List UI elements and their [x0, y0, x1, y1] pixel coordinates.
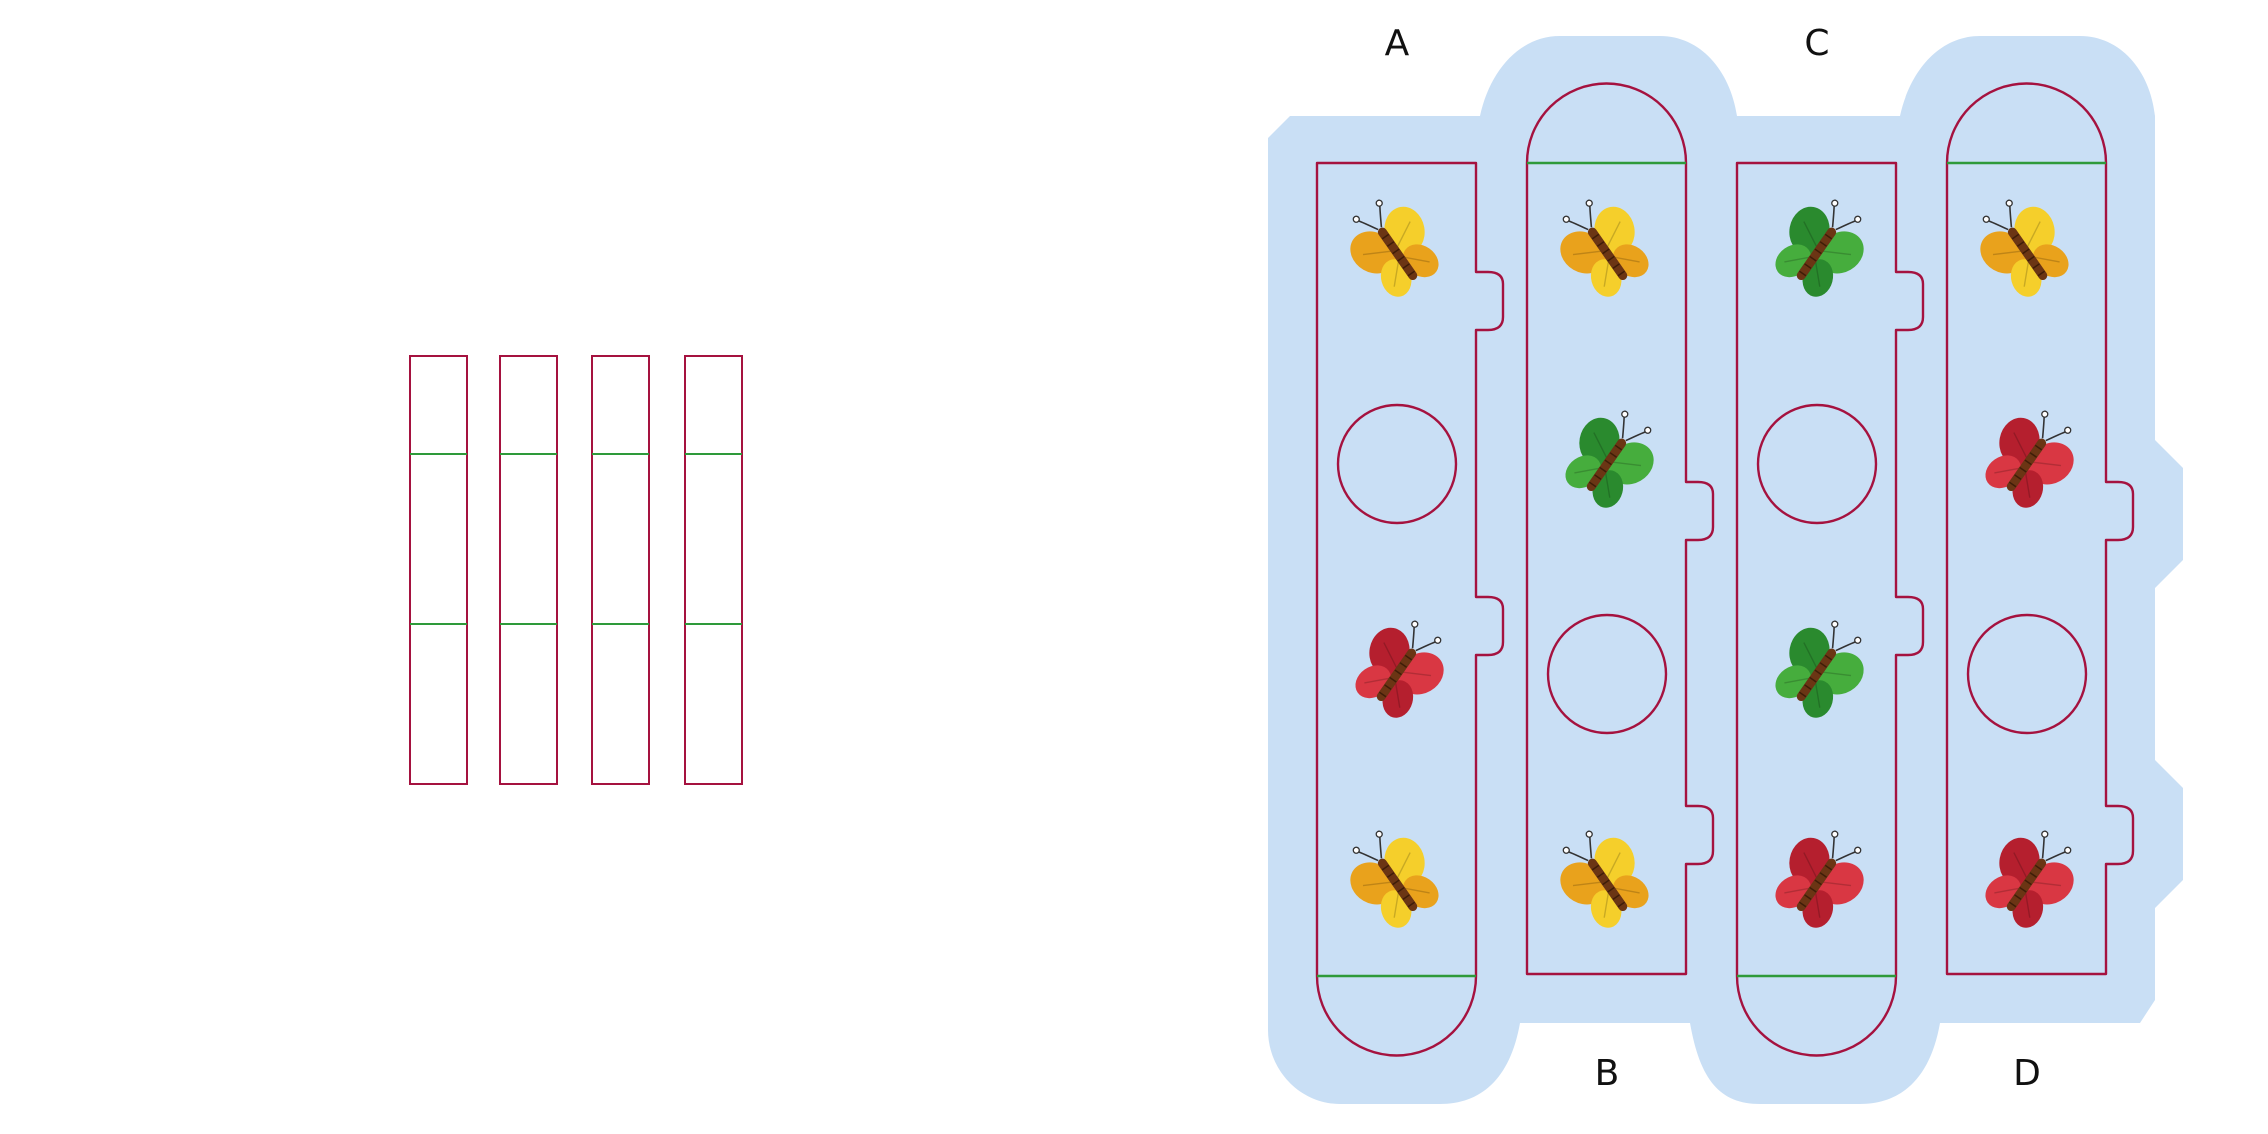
- red-butterfly-icon[interactable]: [1754, 813, 1887, 947]
- hole: [1966, 613, 2088, 735]
- yellow-butterfly-icon[interactable]: [1327, 813, 1460, 947]
- column-label-b: B: [1595, 1053, 1620, 1094]
- yellow-butterfly-icon[interactable]: [1537, 813, 1670, 947]
- board-background: [1268, 36, 2183, 1104]
- column-a[interactable]: [1315, 161, 1505, 1057]
- puzzle-columns: [1315, 82, 2135, 1057]
- cell-contents: [1327, 182, 2097, 947]
- column-label-c: C: [1804, 23, 1829, 64]
- column-c-outline: [1735, 161, 1925, 1057]
- column-c[interactable]: [1735, 161, 1925, 1057]
- red-butterfly-icon[interactable]: [1964, 393, 2097, 527]
- yellow-butterfly-icon[interactable]: [1537, 182, 1670, 316]
- yellow-butterfly-icon[interactable]: [1957, 182, 2090, 316]
- green-butterfly-icon[interactable]: [1544, 393, 1677, 527]
- column-a-outline: [1315, 161, 1505, 1057]
- column-d[interactable]: [1945, 82, 2135, 976]
- preview-strip[interactable]: [409, 355, 468, 785]
- column-label-a: A: [1385, 23, 1410, 64]
- red-butterfly-icon[interactable]: [1334, 603, 1467, 737]
- column-d-outline: [1945, 82, 2135, 976]
- yellow-butterfly-icon[interactable]: [1327, 182, 1460, 316]
- red-butterfly-icon[interactable]: [1964, 813, 2097, 947]
- preview-strip[interactable]: [499, 355, 558, 785]
- hole: [1756, 403, 1878, 525]
- column-b[interactable]: [1525, 82, 1715, 976]
- column-label-d: D: [2013, 1053, 2041, 1094]
- preview-strip[interactable]: [684, 355, 743, 785]
- green-butterfly-icon[interactable]: [1754, 182, 1887, 316]
- hole: [1546, 613, 1668, 735]
- hole: [1336, 403, 1458, 525]
- column-b-outline: [1525, 82, 1715, 976]
- strip-preview: [409, 355, 743, 785]
- preview-strip[interactable]: [591, 355, 650, 785]
- green-butterfly-icon[interactable]: [1754, 603, 1887, 737]
